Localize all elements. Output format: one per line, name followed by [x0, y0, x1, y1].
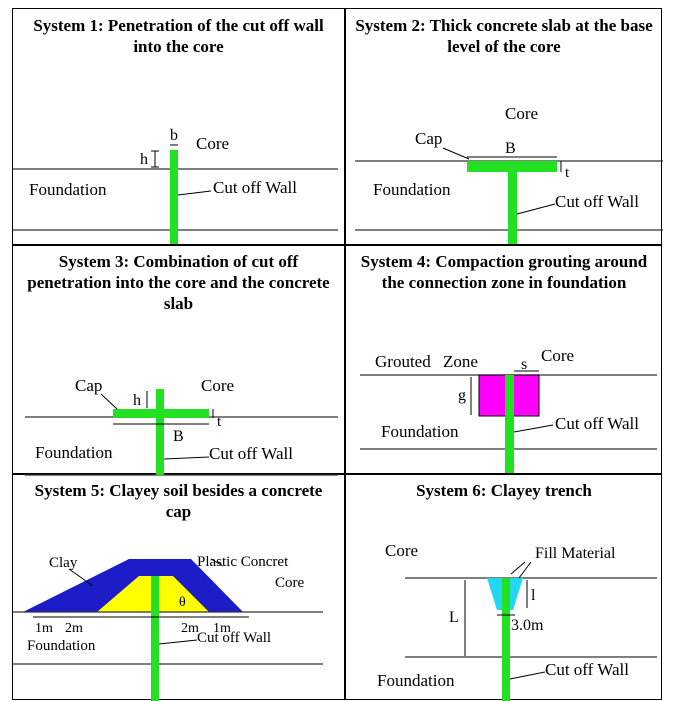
label-s: s: [521, 356, 527, 373]
systems-table: System 1: Penetration of the cut off wal…: [12, 8, 663, 701]
panel-title: System 6: Clayey trench: [416, 481, 592, 500]
label-theta: θ: [179, 595, 186, 610]
panel-title: System 1: Penetration of the cut off wal…: [33, 16, 324, 56]
label-B: B: [505, 140, 516, 157]
system-2-diagram: Core Cap B t Foundation Cut off Wall: [355, 104, 663, 244]
fill-leader-2: [518, 561, 532, 579]
wall-leader: [163, 456, 210, 460]
label-core: Core: [541, 346, 574, 365]
row-divider-2: [13, 473, 661, 475]
label-cap: Cap: [415, 129, 442, 148]
fill-leader-1: [510, 561, 526, 575]
cut-off-wall: [156, 389, 164, 475]
label-wall: Cut off Wall: [197, 630, 271, 646]
system-5-diagram: Clay Plastic Concret Core θ 1m 2m 2m 1m …: [13, 554, 323, 701]
label-foundation: Foundation: [373, 180, 451, 199]
row-divider-1: [13, 244, 661, 246]
label-l: l: [531, 587, 536, 604]
cut-off-wall: [170, 150, 178, 244]
label-grouted: Grouted: [375, 352, 431, 371]
panel-system-1: System 1: Penetration of the cut off wal…: [13, 9, 344, 244]
cut-off-wall: [151, 576, 159, 701]
system-1-diagram: b Core h Foundation Cut off Wall: [13, 127, 338, 244]
wall-leader: [177, 190, 212, 196]
cut-off-wall: [502, 578, 510, 701]
label-foundation: Foundation: [35, 443, 113, 462]
wall-leader: [509, 671, 546, 680]
label-wall: Cut off Wall: [545, 660, 629, 679]
label-foundation: Foundation: [377, 671, 455, 690]
panel-system-4: System 4: Compaction grouting around the…: [345, 245, 663, 473]
system-3-diagram: Cap h Core t B Foundation Cut off Wall: [25, 376, 338, 476]
label-core: Core: [275, 575, 305, 591]
label-cap: Cap: [75, 376, 102, 395]
label-2m-left: 2m: [65, 621, 83, 636]
panel-title: System 2: Thick concrete slab at the bas…: [355, 16, 653, 56]
column-divider: [344, 9, 346, 699]
label-h: h: [133, 392, 141, 409]
label-foundation: Foundation: [27, 638, 96, 654]
label-L: L: [449, 609, 459, 626]
wall-leader: [516, 203, 556, 215]
cap-leader: [100, 393, 118, 410]
panel-title: System 3: Combination of cut off penetra…: [27, 252, 330, 313]
panel-title: System 4: Compaction grouting around the…: [360, 252, 648, 292]
label-core: Core: [196, 134, 229, 153]
label-1m-left: 1m: [35, 621, 53, 636]
label-width: 3.0m: [511, 617, 544, 634]
label-h: h: [140, 151, 148, 168]
label-foundation: Foundation: [381, 422, 459, 441]
label-fill: Fill Material: [535, 545, 616, 562]
label-t: t: [217, 414, 222, 430]
cap-leader: [442, 147, 470, 160]
label-b: b: [170, 127, 178, 144]
panel-system-2: System 2: Thick concrete slab at the bas…: [345, 9, 663, 244]
label-wall: Cut off Wall: [555, 414, 639, 433]
label-t: t: [565, 165, 570, 181]
label-core: Core: [505, 104, 538, 123]
wall-leader: [513, 424, 554, 433]
cut-off-wall: [508, 172, 517, 244]
label-wall: Cut off Wall: [213, 178, 297, 197]
system-6-diagram: Core Fill Material L l 3.0m Foundation C…: [377, 541, 657, 701]
panel-title: System 5: Clayey soil besides a concrete…: [34, 481, 323, 521]
label-2m-right: 2m: [181, 621, 199, 636]
panel-system-3: System 3: Combination of cut off penetra…: [13, 245, 344, 476]
label-B: B: [173, 428, 184, 445]
label-core: Core: [385, 541, 418, 560]
label-zone: Zone: [443, 352, 478, 371]
concrete-cap: [467, 161, 557, 172]
label-plastic: Plastic Concret: [197, 554, 289, 570]
label-1m-right: 1m: [213, 621, 231, 636]
cut-off-wall: [505, 375, 514, 473]
plastic-leader: [210, 558, 224, 567]
clay-leader: [68, 568, 94, 587]
panel-system-6: System 6: Clayey trench Core Fill Materi…: [345, 474, 663, 701]
label-core: Core: [201, 376, 234, 395]
label-wall: Cut off Wall: [555, 192, 639, 211]
label-wall: Cut off Wall: [209, 444, 293, 463]
label-g: g: [458, 387, 466, 404]
label-foundation: Foundation: [29, 180, 107, 199]
panel-system-5: System 5: Clayey soil besides a concrete…: [13, 474, 344, 701]
system-4-diagram: Grouted Zone Core s g Foundation Cut off…: [360, 346, 657, 473]
label-clay: Clay: [49, 555, 78, 571]
wall-leader: [158, 639, 198, 645]
